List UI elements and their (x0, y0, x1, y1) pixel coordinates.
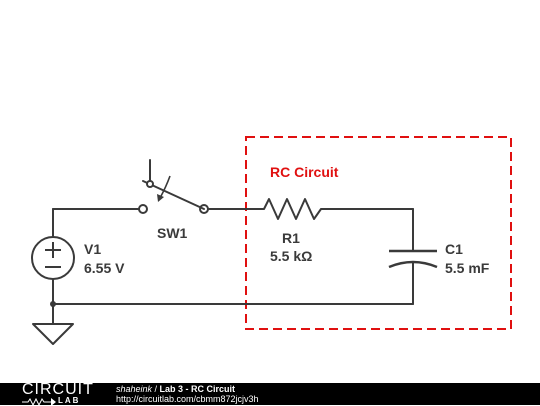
switch-arrow-icon (157, 194, 164, 202)
junction-dot (50, 301, 56, 307)
resistor-r1[interactable] (263, 198, 322, 220)
rc-circuit-box (245, 136, 512, 330)
footer-title: shaheink / Lab 3 - RC Circuit (116, 384, 235, 394)
capacitor-c1[interactable] (388, 249, 438, 269)
ground-icon (32, 323, 74, 345)
switch-terminal-left (138, 204, 148, 214)
rc-circuit-title: RC Circuit (270, 164, 339, 180)
sw1-name-label: SW1 (157, 225, 188, 241)
v1-value-label: 6.55 V (84, 260, 125, 276)
switch-arrow-arc (159, 175, 171, 199)
wires (52, 208, 414, 325)
r1-value-label: 5.5 kΩ (270, 248, 312, 264)
c1-value-label: 5.5 mF (445, 260, 490, 276)
project-title[interactable]: Lab 3 - RC Circuit (159, 384, 236, 394)
voltage-source-v1[interactable] (31, 236, 75, 280)
author-link[interactable]: shaheink (116, 384, 153, 394)
circuitlab-logo-text: CIRCUIT (22, 381, 94, 398)
footer-url[interactable]: http://circuitlab.com/cbmm872jcjv3h (116, 394, 259, 404)
r1-name-label: R1 (282, 230, 300, 246)
title-separator: / (152, 384, 160, 394)
circuitlab-logo-icon (22, 397, 56, 406)
footer-bar (0, 383, 540, 405)
switch-sw1[interactable] (138, 159, 209, 214)
schematic-canvas: RC Circuit V1 6.55 V (31, 136, 512, 345)
circuitlab-logo-subtext: LAB (58, 396, 81, 405)
v1-name-label: V1 (84, 241, 101, 257)
c1-name-label: C1 (445, 241, 463, 257)
capacitor-plate-bottom (388, 260, 438, 269)
